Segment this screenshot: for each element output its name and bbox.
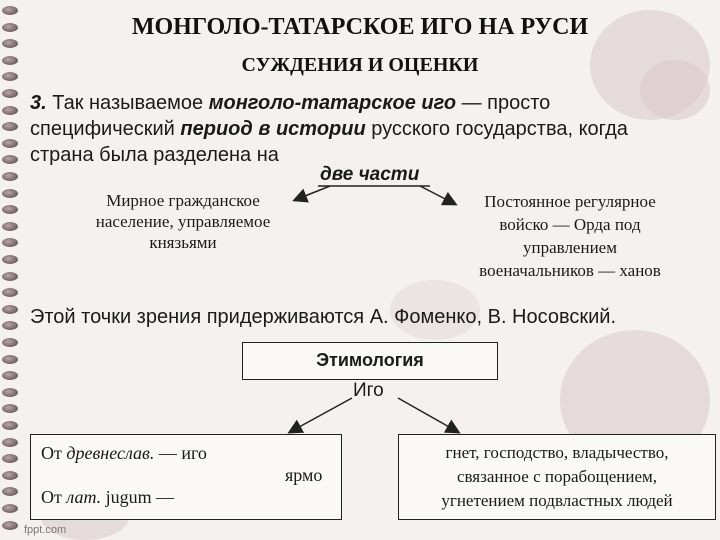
right-part-line: управлением <box>430 236 710 259</box>
meaning-box: гнет, господство, владычество, связанное… <box>398 434 716 520</box>
left-part-line: население, управляемое <box>58 211 308 232</box>
right-part-line: военачальников — ханов <box>430 259 710 282</box>
arrow-igo-left <box>290 398 352 432</box>
right-part-line: Постоянное регулярное <box>430 190 710 213</box>
yarmo-label: ярмо <box>285 465 322 486</box>
meaning-line: угнетением подвластных людей <box>399 489 715 513</box>
origin-lang: лат. <box>66 487 101 507</box>
etymology-label: Этимология <box>243 350 497 371</box>
origin-line-1: От древнеслав. — иго <box>41 443 207 464</box>
left-part-line: Мирное гражданское <box>58 190 308 211</box>
right-part: Постоянное регулярное войско — Орда под … <box>430 190 710 282</box>
origin-text: От <box>41 443 62 463</box>
viewpoint-text: Этой точки зрения придерживаются А. Фоме… <box>30 306 616 329</box>
origin-text: — иго <box>159 443 207 463</box>
origin-text: jugum — <box>106 487 175 507</box>
origin-lang: древнеслав. <box>66 443 154 463</box>
etymology-box: Этимология <box>242 342 498 380</box>
arrow-igo-right <box>398 398 458 432</box>
left-part: Мирное гражданское население, управляемо… <box>58 190 308 253</box>
igo-label: Иго <box>353 380 384 402</box>
origin-box: От древнеслав. — иго ярмо От лат. jugum … <box>30 434 342 520</box>
meaning-line: связанное с порабощением, <box>399 465 715 489</box>
meaning-line: гнет, господство, владычество, <box>399 441 715 465</box>
origin-line-2: От лат. jugum — <box>41 487 174 508</box>
right-part-line: войско — Орда под <box>430 213 710 236</box>
origin-text: От <box>41 487 62 507</box>
left-part-line: князьями <box>58 232 308 253</box>
watermark: fppt.com <box>24 524 66 536</box>
